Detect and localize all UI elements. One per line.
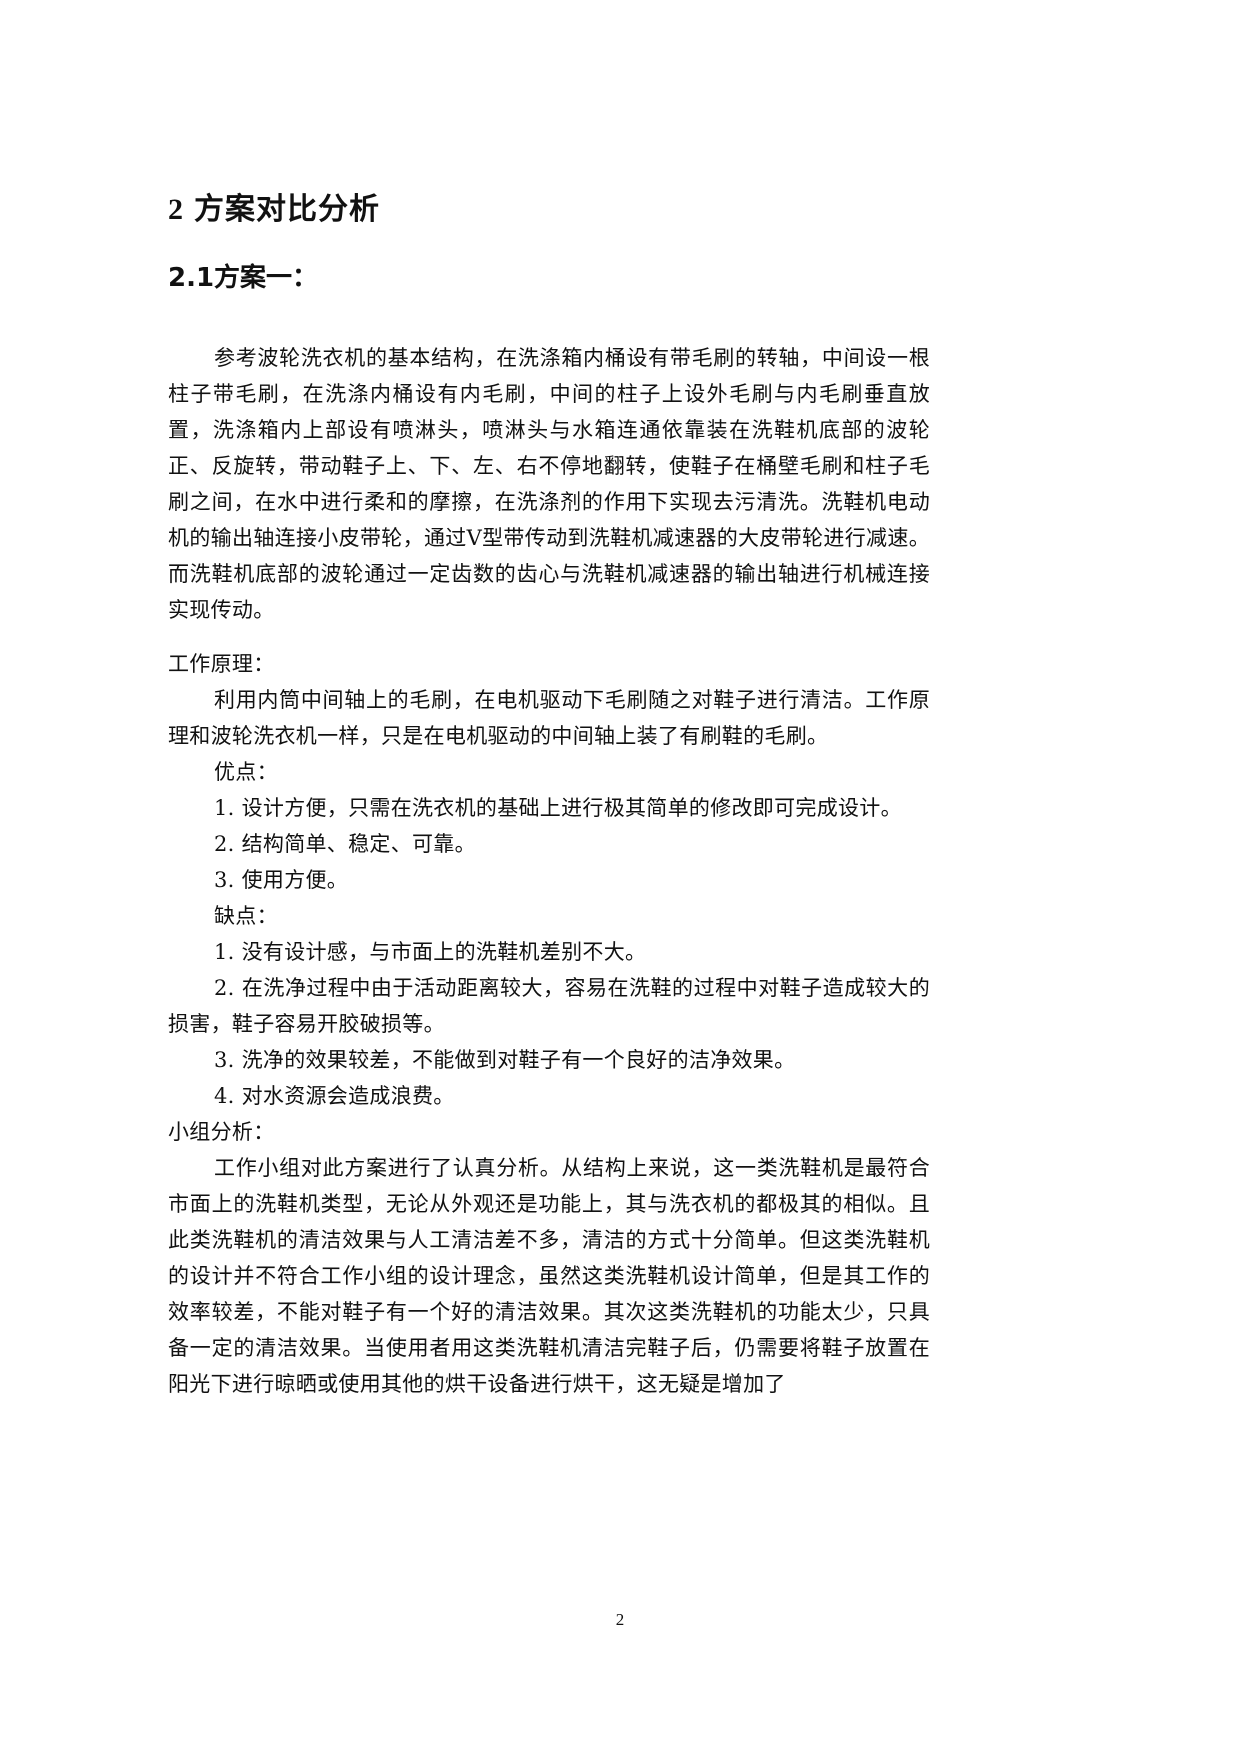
section-heading: 2 方案对比分析 xyxy=(168,184,380,228)
disadvantages-label: 缺点： xyxy=(214,904,278,928)
advantage-item: 2. 结构简单、稳定、可靠。 xyxy=(214,832,476,856)
disadvantage-item: 1. 没有设计感，与市面上的洗鞋机差别不大。 xyxy=(214,940,647,964)
page-number: 2 xyxy=(615,1610,625,1629)
subsection-heading: 2.1方案一： xyxy=(168,263,319,293)
intro-paragraph: 参考波轮洗衣机的基本结构，在洗涤箱内桶设有带毛刷的转轴，中间设一根柱子带毛刷，在… xyxy=(168,346,930,622)
working-principle-label: 工作原理： xyxy=(168,652,275,676)
group-analysis-label: 小组分析： xyxy=(168,1120,275,1144)
disadvantage-item: 2. 在洗净过程中由于活动距离较大，容易在洗鞋的过程中对鞋子造成较大的损害，鞋子… xyxy=(168,976,930,1036)
disadvantage-item: 4. 对水资源会造成浪费。 xyxy=(214,1084,455,1108)
advantage-item: 1. 设计方便，只需在洗衣机的基础上进行极其简单的修改即可完成设计。 xyxy=(214,796,902,820)
advantages-label: 优点： xyxy=(214,760,278,784)
section-title: 方案对比分析 xyxy=(194,192,380,227)
section-number: 2 xyxy=(168,193,184,226)
group-analysis-text: 工作小组对此方案进行了认真分析。从结构上来说，这一类洗鞋机是最符合市面上的洗鞋机… xyxy=(168,1156,930,1396)
disadvantage-item: 3. 洗净的效果较差，不能做到对鞋子有一个良好的洁净效果。 xyxy=(214,1048,796,1072)
advantage-item: 3. 使用方便。 xyxy=(214,868,349,892)
working-principle-text: 利用内筒中间轴上的毛刷，在电机驱动下毛刷随之对鞋子进行清洁。工作原理和波轮洗衣机… xyxy=(168,688,930,748)
